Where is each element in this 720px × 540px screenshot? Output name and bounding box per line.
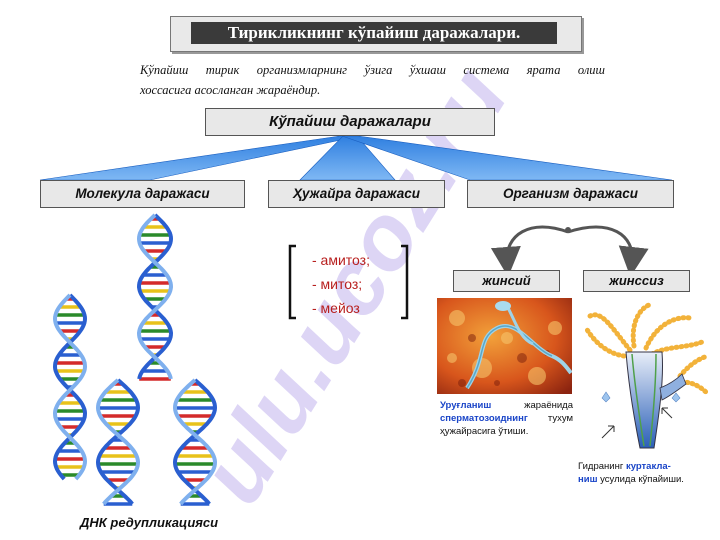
level-cellular: Ҳужайра даражаси — [268, 180, 445, 208]
method-mitosis: - митоз; — [312, 276, 363, 292]
pointer-arrow-2 — [661, 407, 673, 419]
arrow-to-sexual — [490, 225, 569, 277]
intro-text: Кўпайиш тирик организмларнинг ўзига ўхша… — [140, 60, 605, 100]
caption-word-1: Уруғланиш — [440, 400, 492, 411]
caption-word-4: тухум — [547, 413, 573, 424]
intro-line-2: хоссасига асосланган жараёндир. — [140, 83, 321, 97]
caption-hydra: Гидранинг куртакла- ниш усулида кўпайиши… — [578, 460, 718, 486]
fertilization-image — [437, 298, 572, 394]
arrow-to-asexual — [567, 225, 649, 277]
dna-helix-daughter-1 — [95, 378, 141, 506]
arrow-origin-dot — [565, 227, 571, 233]
level-organism: Организм даражаси — [467, 180, 674, 208]
level-molecular: Молекула даражаси — [40, 180, 245, 208]
hydra-fragment-1 — [601, 391, 611, 403]
division-methods: - амитоз; - митоз; - мейоз — [312, 248, 370, 320]
caption-word-3: сперматозоиднинг — [440, 413, 528, 424]
type-asexual: жинссиз — [583, 270, 690, 292]
caption-hydra-4: усулида кўпайиши. — [600, 474, 684, 485]
caption-fertilization: Уруғланиш жараёнида сперматозоиднинг тух… — [440, 399, 573, 438]
caption-line-3: ҳужайрасига ўтиши. — [440, 426, 529, 437]
type-sexual: жинсий — [453, 270, 560, 292]
pointer-arrow-1 — [601, 425, 615, 439]
hydra-image — [583, 301, 711, 449]
dna-helix-daughter-2 — [172, 378, 218, 506]
title-frame: Тирикликнинг кўпайиш даражалари. — [170, 16, 582, 52]
hydra-body — [625, 351, 664, 449]
methods-bracket — [288, 244, 409, 320]
method-amitosis: - амитоз; — [312, 252, 370, 268]
caption-hydra-1: Гидранинг — [578, 461, 624, 472]
hydra-bud — [659, 373, 687, 401]
caption-hydra-2: куртакла- — [625, 461, 671, 472]
sperm-head — [495, 301, 511, 311]
hydra-fragment-2 — [671, 392, 681, 403]
caption-word-2: жараёнида — [524, 400, 573, 411]
intro-line-1: Кўпайиш тирик организмларнинг ўзига ўхша… — [140, 63, 605, 77]
caption-hydra-3: ниш — [578, 474, 598, 485]
page-title: Тирикликнинг кўпайиш даражалари. — [191, 22, 557, 44]
method-meiosis: - мейоз — [312, 300, 360, 316]
dna-helix-parent — [136, 213, 174, 381]
dna-helix-left — [52, 293, 88, 481]
reproduction-levels-box: Кўпайиш даражалари — [205, 108, 495, 136]
dna-replication-label: ДНК редупликацияси — [80, 515, 219, 530]
